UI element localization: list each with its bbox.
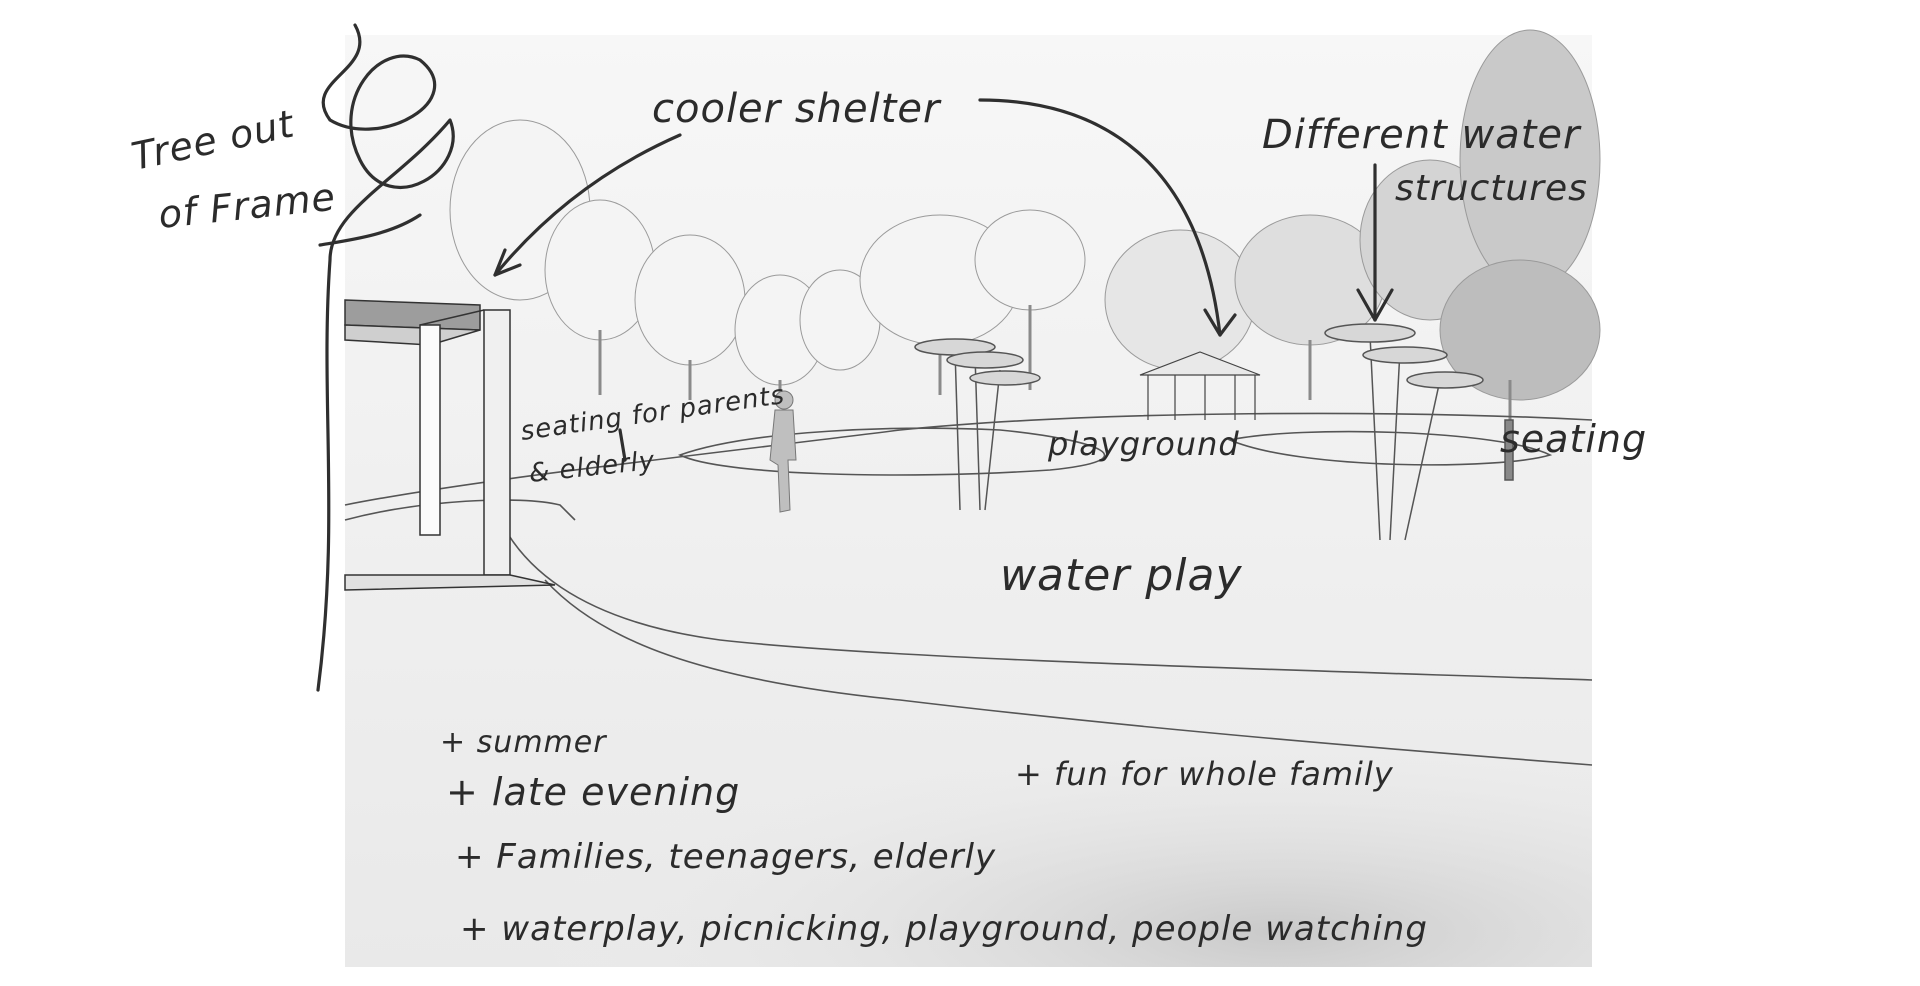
pergola-shelter [344, 299, 556, 591]
water-play-label: water play [1000, 550, 1243, 601]
water-structures-label-line1: Different water [1262, 112, 1582, 158]
park-paths [344, 412, 1593, 766]
seating-right-label: seating [1500, 417, 1647, 461]
fun-note: + fun for whole family [1015, 755, 1394, 793]
note-activities: + waterplay, picnicking, playground, peo… [460, 909, 1428, 949]
seating-arrow [618, 428, 627, 462]
ink-strokes [316, 23, 1394, 692]
water-structures-label-line2: structures [1395, 168, 1588, 209]
note-audience: + Families, teenagers, elderly [455, 837, 996, 877]
gazebo-arrow [978, 98, 1222, 337]
shelter-label: cooler shelter [652, 86, 942, 132]
tree-scribble [316, 23, 455, 692]
background-trees [449, 29, 1601, 401]
playground-label: playground [1047, 425, 1240, 463]
tree-note-line2: of Frame [156, 175, 337, 237]
gazebo [1139, 351, 1261, 420]
person-figure [769, 390, 797, 513]
shelter-arrow [493, 133, 682, 277]
note-late-evening: + late evening [446, 770, 740, 814]
water-structures [914, 323, 1514, 541]
note-summer: + summer [440, 725, 607, 760]
bullet-notes: + summer + late evening + Families, teen… [440, 725, 1428, 949]
rendered-scene [344, 29, 1601, 967]
tree-note-line1: Tree out [128, 101, 300, 179]
